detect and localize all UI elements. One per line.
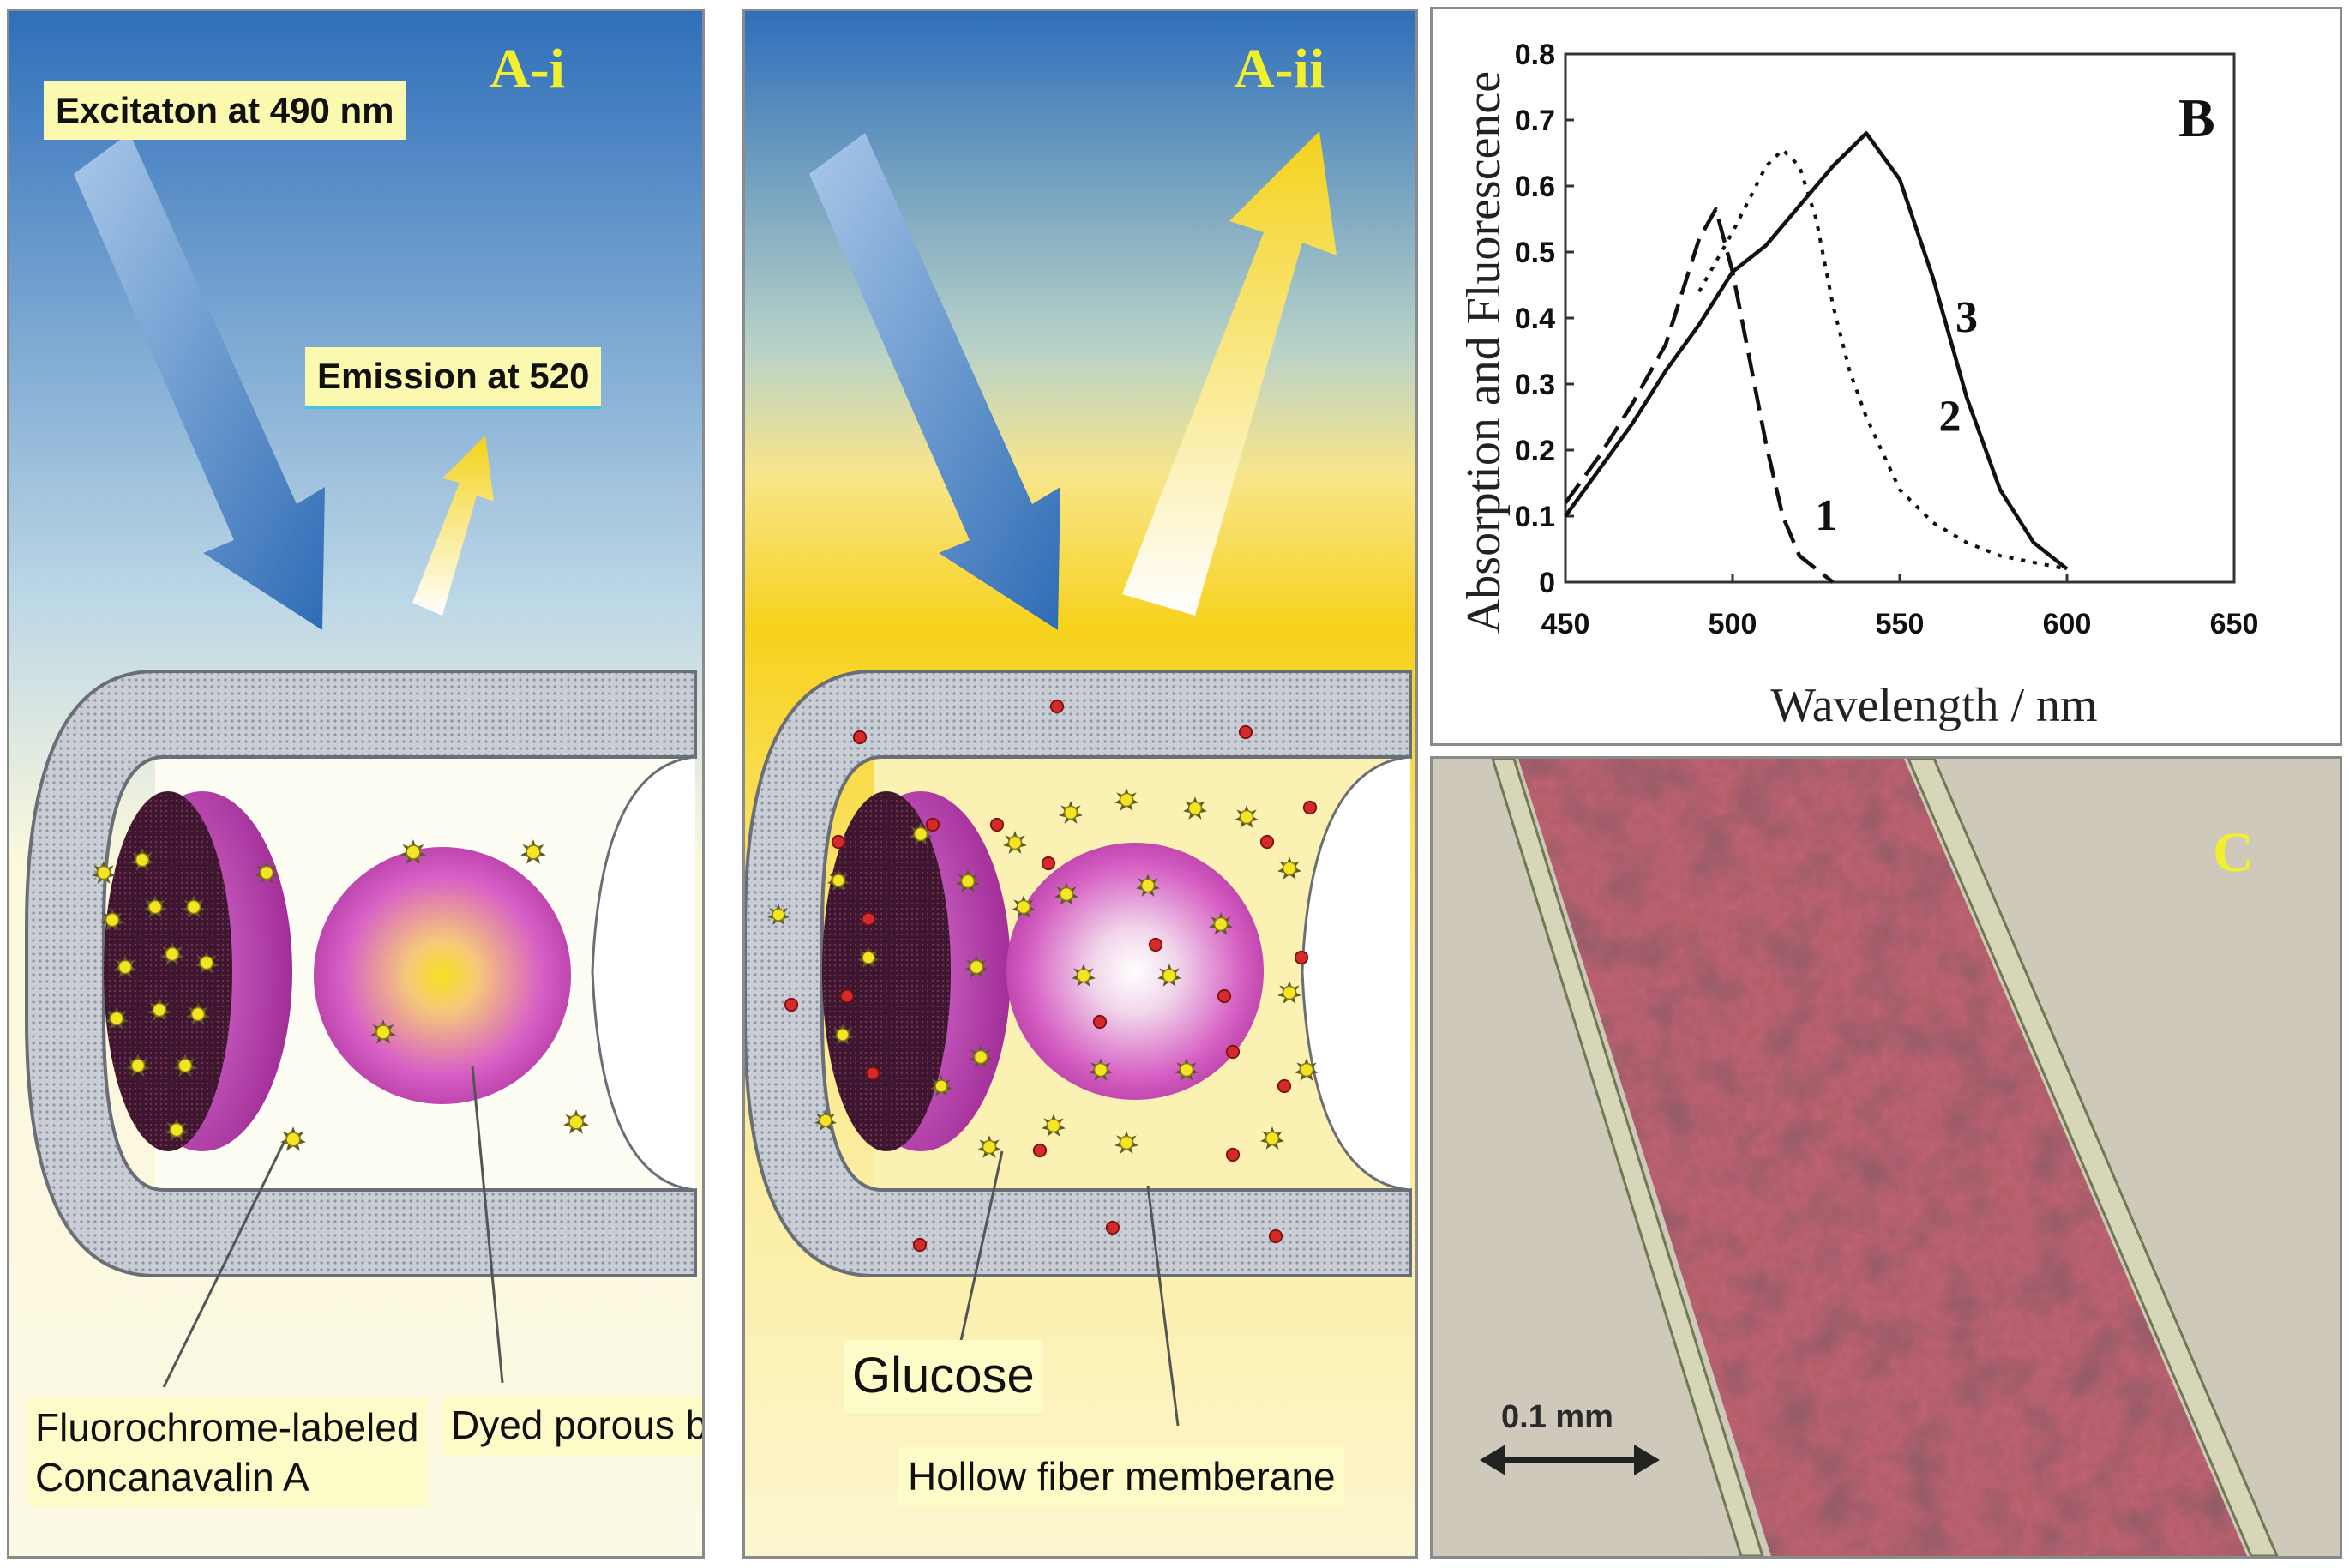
fiber-diagram-glucose [745, 11, 1415, 1556]
plot-frame [1564, 52, 2236, 584]
y-tick-label: 0.1 [1515, 501, 1555, 533]
cona-label-line2: Concanavalin A [35, 1454, 309, 1499]
emission-label: Emission at 520 [305, 347, 602, 409]
cona-label: Fluorochrome-labeled Concanavalin A [27, 1398, 428, 1507]
panel-label-a-ii: A-ii [1234, 38, 1325, 100]
fiber-diagram-resting [9, 11, 702, 1556]
hollow-fiber-membrane [25, 670, 697, 1277]
panel-label-b: B [2178, 87, 2215, 148]
chart-axes [1564, 52, 2236, 584]
x-tick-label: 450 [1541, 608, 1590, 640]
y-tick-label: 0.4 [1515, 303, 1555, 335]
y-axis-label: Absorption and Fluorescence [1457, 71, 1511, 634]
membrane-label: Hollow fiber memberane [899, 1447, 1344, 1507]
x-tick-label: 650 [2210, 608, 2259, 640]
series-label-3: 3 [1955, 293, 1978, 342]
cut-bead [91, 791, 292, 1151]
leader-line-cona [162, 1142, 285, 1388]
series-line-1 [1564, 207, 1835, 584]
chart-labels: 0 0.1 0.2 0.3 0.4 0.5 0.6 0.7 0.8 450 500 550 600 650… [1457, 39, 2258, 732]
dyed-porous-bead [279, 838, 590, 1152]
glucose-label: Glucose [844, 1340, 1043, 1413]
series-line-2 [1697, 147, 2068, 571]
fiber-micrograph: 0.1 mm [1433, 759, 2340, 1556]
y-tick-label: 0.2 [1515, 435, 1555, 467]
scale-bar-label: 0.1 mm [1501, 1399, 1613, 1435]
emission-arrow-strong [1122, 131, 1337, 616]
panel-label-c: C [2213, 821, 2254, 884]
series-line-3 [1564, 131, 2069, 571]
y-tick-label: 0.3 [1515, 369, 1555, 401]
x-tick-label: 500 [1709, 608, 1757, 640]
panel-label-a-i: A-i [490, 38, 565, 100]
y-tick-label: 0 [1539, 567, 1555, 599]
y-tick-label: 0.7 [1515, 105, 1555, 137]
spectra-chart: 0 0.1 0.2 0.3 0.4 0.5 0.6 0.7 0.8 450 500 550 600 650… [1457, 39, 2258, 732]
y-tick-label: 0.5 [1515, 237, 1555, 269]
dyed-porous-bead [1006, 843, 1264, 1100]
fiber-wall-left [1491, 759, 1764, 1556]
series-label-2: 2 [1939, 393, 1962, 442]
leader-line-membrane [1146, 1185, 1180, 1427]
cona-label-line1: Fluorochrome-labeled [35, 1405, 419, 1450]
fiber-wall-right [1907, 759, 2279, 1556]
x-tick-label: 550 [1876, 608, 1925, 640]
leader-line-glucose [958, 1150, 1004, 1349]
leader-line-bead [471, 1065, 504, 1384]
panel-b-spectra-chart: 0 0.1 0.2 0.3 0.4 0.5 0.6 0.7 0.8 450 500 550 600 650… [1430, 7, 2342, 746]
bead-label: Dyed porous bead [442, 1396, 702, 1456]
y-tick-label: 0.8 [1515, 39, 1555, 71]
emission-arrow [412, 436, 494, 616]
x-tick-label: 600 [2043, 608, 2092, 640]
excitation-label: Excitaton at 490 nm [44, 81, 406, 140]
series-label-1: 1 [1815, 491, 1837, 540]
panel-c-micrograph: 0.1 mm C [1430, 756, 2342, 1559]
x-axis-label: Wavelength / nm [1770, 679, 2097, 732]
panel-a-ii: A-ii Glucose Hollow fiber memberane [742, 9, 1418, 1559]
y-tick-label: 0.6 [1515, 171, 1555, 203]
panel-a-i: A-i Excitaton at 490 nm Emission at 520 … [7, 9, 705, 1559]
scale-bar [1480, 1445, 1660, 1475]
excitation-arrow [809, 133, 1060, 630]
excitation-arrow [74, 133, 325, 630]
chart-series [1564, 131, 2069, 584]
